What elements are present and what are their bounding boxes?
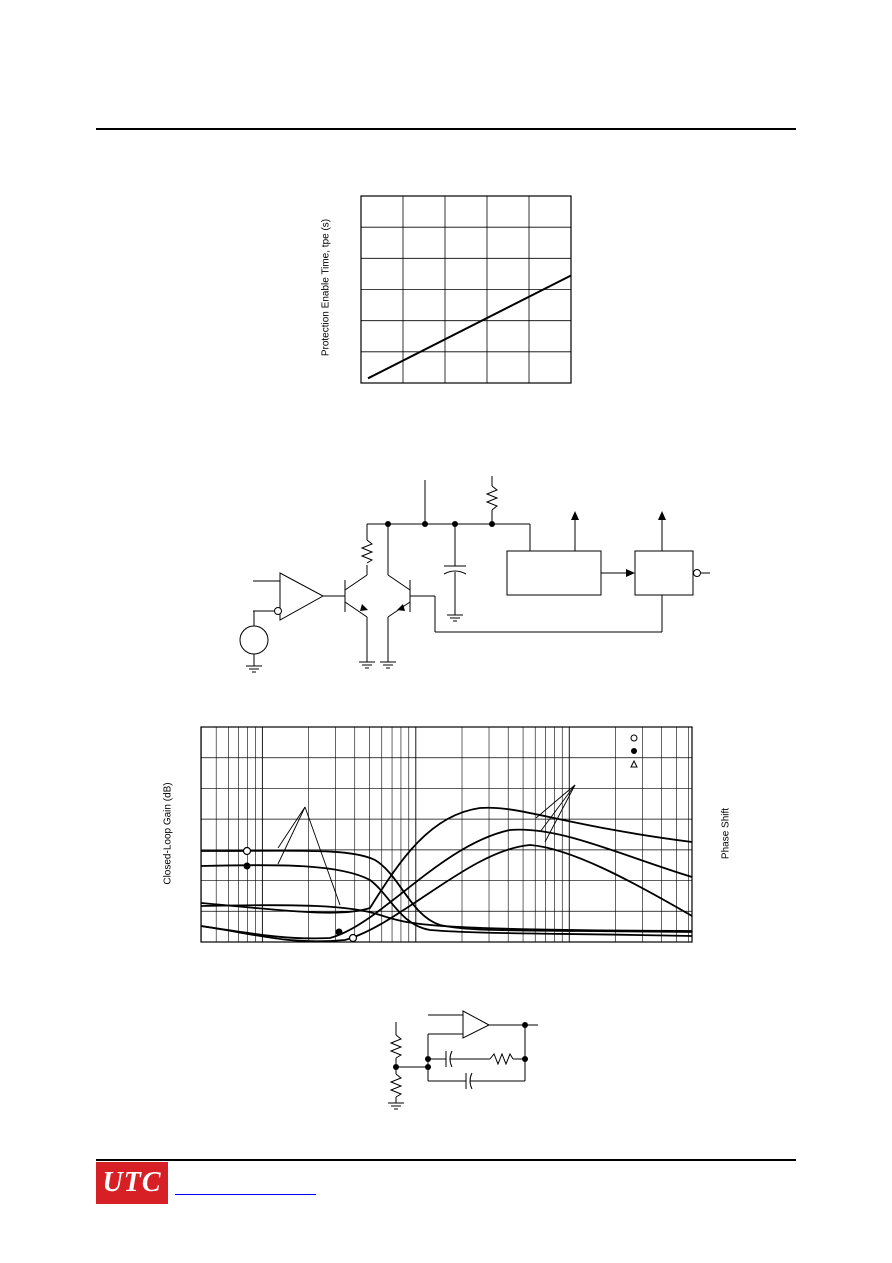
chart2-marker-filled (243, 862, 251, 870)
legend-marker-filled (631, 748, 637, 754)
website-link[interactable] (175, 1194, 316, 1195)
chart2-series-curve (200, 806, 693, 914)
chart2-series-curve (200, 864, 693, 937)
header-rule (96, 128, 796, 130)
legend-marker-triangle (630, 759, 638, 768)
chart2-marker-filled (335, 928, 343, 936)
chart2-frame (200, 726, 693, 943)
chart2-pointer-line (304, 806, 341, 906)
chart2-pointer-line (544, 784, 576, 843)
chart2-pointer-line (277, 806, 306, 865)
footer-rule (96, 1159, 796, 1161)
utc-logo: UTC (96, 1162, 168, 1204)
chart2-series-curve (200, 849, 693, 933)
chart1-series-line (367, 274, 572, 380)
logo-text: UTC (102, 1167, 162, 1198)
chart2-marker-open (242, 846, 252, 856)
amplifier-symbol (279, 572, 325, 621)
chart2-pointer-line (277, 806, 306, 849)
chart2-pointer-line (539, 784, 576, 833)
chart2-marker-open (348, 933, 358, 943)
legend-marker-open (630, 734, 638, 742)
chart2-series-curve (200, 844, 693, 943)
chart2-pointer-line (535, 784, 576, 819)
chart2-series-curve (200, 828, 693, 940)
chart2-series-curve (200, 904, 693, 932)
